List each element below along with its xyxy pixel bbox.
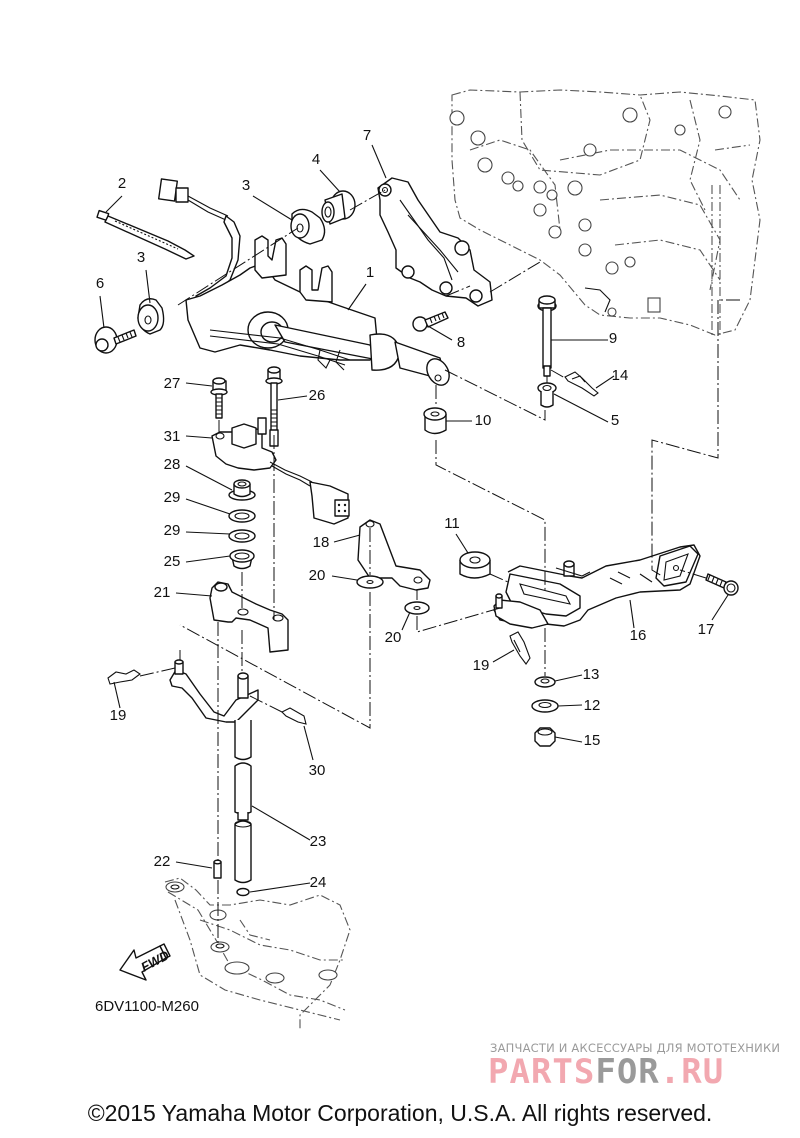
callout-4[interactable]: 4 [312,151,320,168]
callout-11[interactable]: 11 [444,515,460,532]
callout-10[interactable]: 10 [475,412,492,429]
drawing-code: 6DV1100-M260 [95,998,199,1015]
part-17-bolt[interactable] [705,573,739,596]
part-8-bolt[interactable] [412,311,449,332]
part-9-bolt[interactable] [537,295,557,377]
callout-15[interactable]: 15 [584,732,601,749]
part-26-bolt[interactable] [265,366,283,434]
part-7-bracket[interactable] [377,177,493,307]
part-16-shift-arm[interactable] [493,544,701,629]
callout-29a[interactable]: 29 [164,489,181,506]
part-14-clip[interactable] [564,371,599,397]
part-20-washer-b[interactable] [404,601,430,615]
callout-17[interactable]: 17 [698,621,715,638]
part-23-shift-rod[interactable] [234,720,252,884]
callout-19a[interactable]: 19 [473,657,490,674]
part-27-bolt[interactable] [210,377,228,419]
watermark-logo-for: FOR [595,1052,660,1092]
callout-9[interactable]: 9 [609,330,617,347]
part-13-washer[interactable] [534,676,556,688]
part-3-grommet-upper[interactable] [290,208,326,245]
callout-23[interactable]: 23 [310,833,327,850]
watermark-tagline: ЗАПЧАСТИ И АКСЕССУАРЫ ДЛЯ МОТОТЕХНИКИ [490,1041,781,1055]
part-6-bolt[interactable] [94,326,137,354]
callout-21[interactable]: 21 [154,584,171,601]
part-19-clip-a[interactable] [509,631,531,665]
part-lower-lever [169,659,259,723]
callout-5[interactable]: 5 [611,412,619,429]
callout-3a[interactable]: 3 [242,177,250,194]
part-25-bushing[interactable] [229,549,255,570]
part-30-clip[interactable] [281,707,307,725]
part-1-shift-shaft-assembly[interactable] [185,235,454,389]
lower-casing [164,877,351,1030]
part-4-collar[interactable] [321,190,356,225]
callout-19b[interactable]: 19 [110,707,127,724]
watermark-logo-ru: .RU [659,1052,725,1092]
assembly-guides [139,189,740,945]
callout-8[interactable]: 8 [457,334,465,351]
callout-3b[interactable]: 3 [137,249,145,266]
callout-26[interactable]: 26 [309,387,326,404]
callout-28[interactable]: 28 [164,456,181,473]
callout-13[interactable]: 13 [583,666,600,683]
callout-31[interactable]: 31 [164,428,181,445]
callout-20a[interactable]: 20 [309,567,326,584]
part-3-grommet-lower[interactable] [137,298,165,335]
callout-22[interactable]: 22 [154,853,171,870]
part-19-clip-b[interactable] [107,669,141,685]
callout-2[interactable]: 2 [118,175,126,192]
part-21-lever[interactable] [209,581,289,653]
callout-27[interactable]: 27 [164,375,181,392]
part-20-washer-a[interactable] [356,575,384,589]
part-15-nut[interactable] [534,727,556,747]
part-5-bushing[interactable] [537,382,557,408]
part-28-bushing[interactable] [228,479,256,501]
part-22-dowel-pin[interactable] [213,859,222,879]
callout-6[interactable]: 6 [96,275,104,292]
fwd-arrow-icon: FWD [119,943,172,981]
part-29-washer-upper[interactable] [228,509,256,523]
callout-29b[interactable]: 29 [164,522,181,539]
callout-18[interactable]: 18 [313,534,330,551]
part-10-spacer[interactable] [423,407,447,435]
part-29-washer-lower[interactable] [228,529,256,543]
callout-7[interactable]: 7 [363,127,371,144]
callout-20b[interactable]: 20 [385,629,402,646]
callout-12[interactable]: 12 [584,697,601,714]
callout-25[interactable]: 25 [164,553,181,570]
callout-1[interactable]: 1 [366,264,374,281]
part-31-shift-position-sensor[interactable] [211,417,350,525]
watermark-logo-parts: PARTS [488,1052,596,1092]
watermark-logo[interactable]: PARTSFOR.RU [488,1054,724,1090]
callout-24[interactable]: 24 [310,874,327,891]
part-24-o-ring[interactable] [236,887,250,897]
part-11-spacer[interactable] [459,551,491,579]
leader-lines [99,144,729,893]
callout-16[interactable]: 16 [630,627,647,644]
part-2-cable-tie[interactable] [96,209,195,260]
part-12-washer[interactable] [531,699,559,713]
engine-block [449,89,761,336]
callout-30[interactable]: 30 [309,762,326,779]
callout-14[interactable]: 14 [612,367,629,384]
copyright-notice: ©2015 Yamaha Motor Corporation, U.S.A. A… [87,1100,713,1126]
